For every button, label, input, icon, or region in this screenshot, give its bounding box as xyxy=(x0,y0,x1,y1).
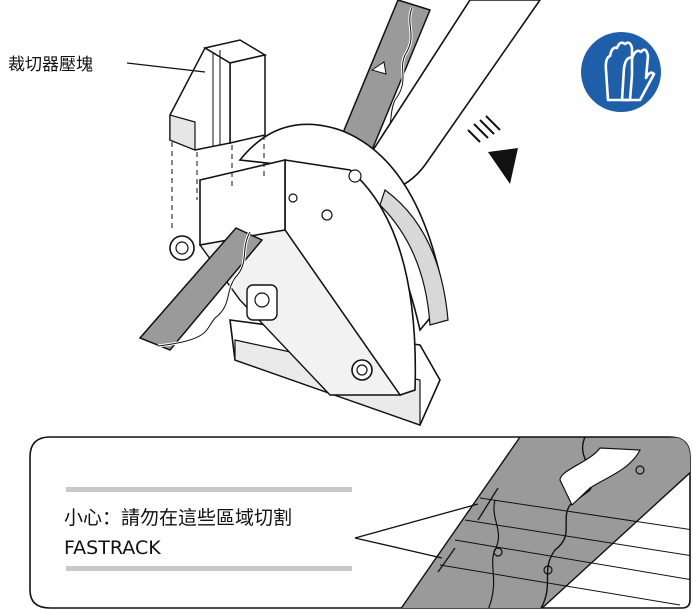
lower-track xyxy=(138,227,264,351)
warning-line-1: 小心：請勿在這些區域切割 xyxy=(64,507,293,529)
exploded-guides xyxy=(171,135,265,230)
warning-rule-bottom xyxy=(66,566,352,571)
upper-track xyxy=(338,0,432,151)
callout-leader xyxy=(126,62,206,73)
down-arrow-icon xyxy=(467,115,518,184)
warning-rule-top xyxy=(66,487,352,492)
warning-text: 小心：請勿在這些區域切割 FASTRACK xyxy=(64,503,292,563)
warning-line-2: FASTRACK xyxy=(64,537,161,559)
cutter-block-label: 裁切器壓塊 xyxy=(8,55,93,75)
track-detail xyxy=(398,437,690,608)
cutter-body xyxy=(169,123,449,426)
warning-pointers xyxy=(354,503,479,559)
cutter-block xyxy=(169,39,267,151)
gloves-icon xyxy=(581,32,661,112)
